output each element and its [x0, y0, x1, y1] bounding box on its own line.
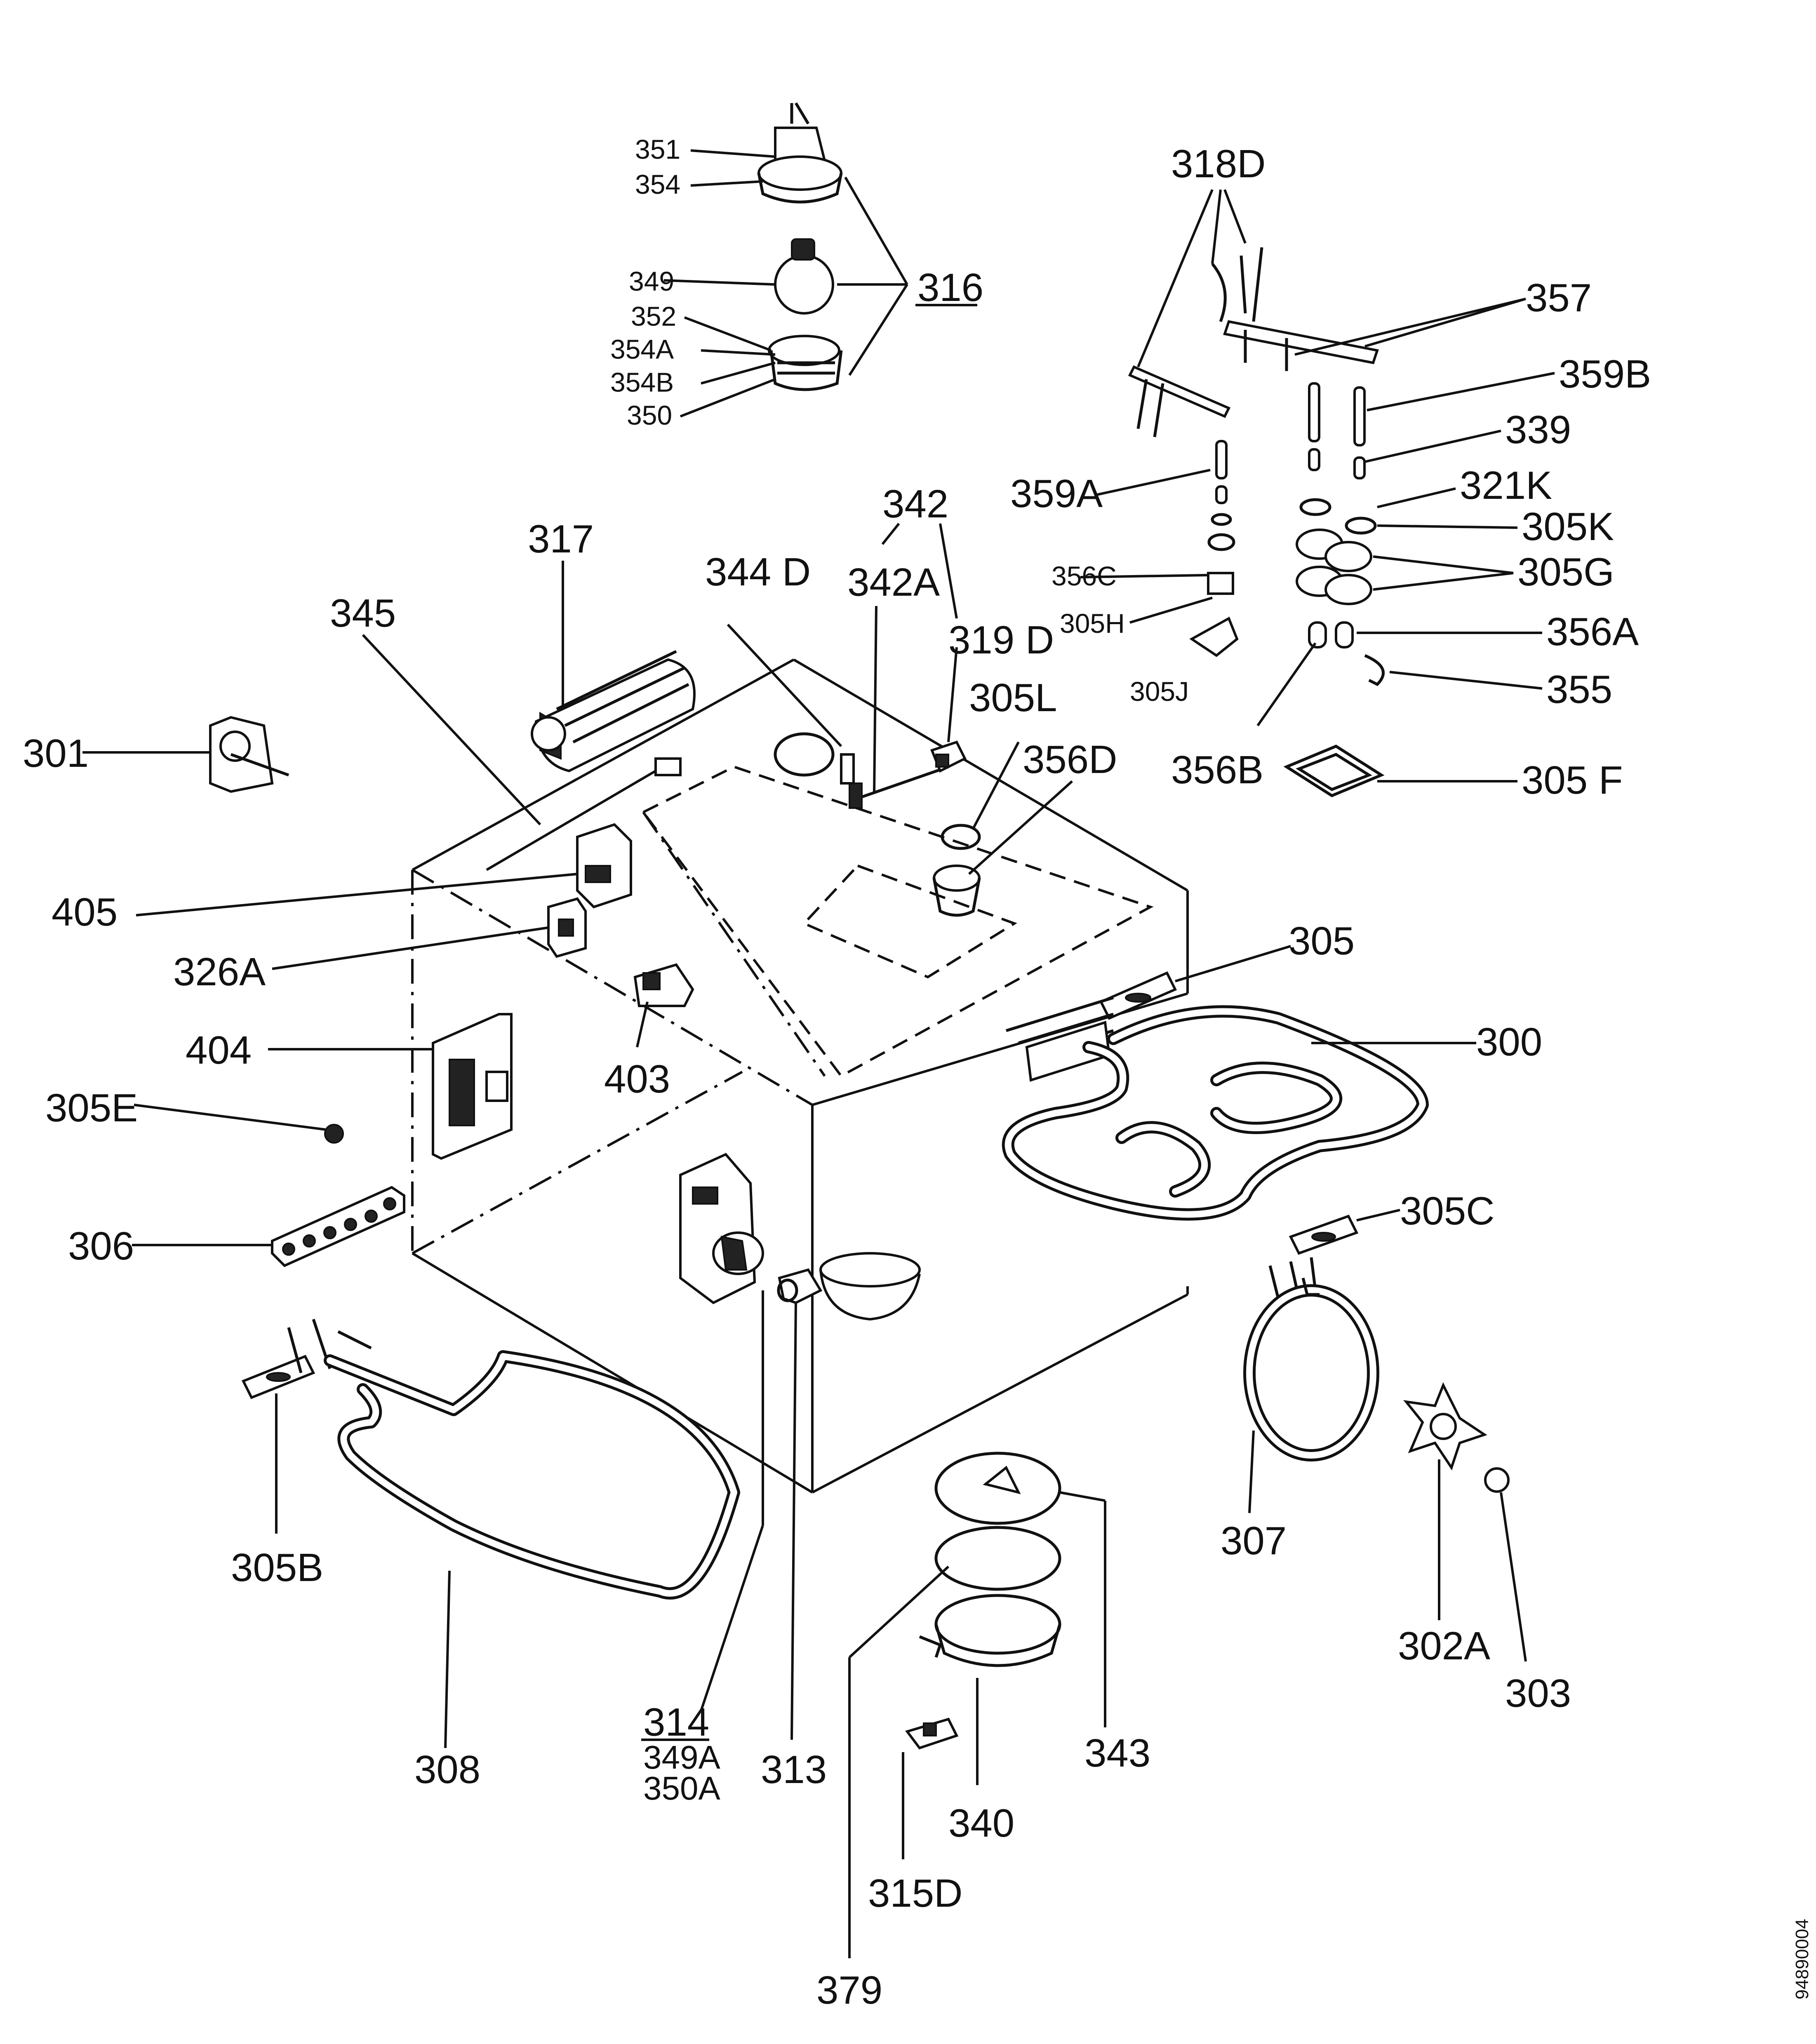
nut-303: [1484, 1467, 1510, 1493]
label-355: 355: [1546, 667, 1612, 712]
label-313: 313: [761, 1748, 827, 1792]
label-356B: 356B: [1171, 748, 1263, 792]
label-305K: 305K: [1522, 505, 1614, 549]
label-405: 405: [52, 890, 118, 934]
plate-305: [1099, 971, 1177, 1020]
label-305E: 305E: [45, 1086, 138, 1130]
lamp-housing-314: [679, 1153, 764, 1304]
switch-326A: [547, 897, 587, 958]
control-board-404: [432, 1013, 513, 1160]
label-342: 342: [882, 482, 948, 526]
stack-left: [1189, 440, 1239, 657]
label-354B: 354B: [610, 367, 674, 397]
gasket-379: [934, 1526, 1061, 1591]
thermal-cutout-315D: [905, 1717, 959, 1750]
sensor-313: [777, 1268, 823, 1304]
label-356D: 356D: [1023, 738, 1117, 782]
label-349: 349: [629, 266, 674, 296]
label-303: 303: [1505, 1671, 1571, 1715]
label-359A: 359A: [1010, 472, 1103, 516]
fan-housing-340: [919, 1594, 1061, 1667]
label-302A: 302A: [1398, 1624, 1490, 1668]
label-321K: 321K: [1460, 463, 1552, 507]
label-307: 307: [1221, 1519, 1287, 1563]
label-300: 300: [1476, 1020, 1542, 1064]
oven-cavity-outline: [411, 658, 1189, 1494]
label-305J: 305J: [1130, 676, 1189, 707]
label-305G: 305G: [1517, 550, 1614, 594]
bracket-301: [209, 716, 289, 793]
plate-305C: [1289, 1215, 1359, 1255]
label-340: 340: [948, 1801, 1014, 1845]
fan-motor-317: [531, 650, 696, 773]
label-350: 350: [627, 400, 672, 430]
label-326A: 326A: [173, 950, 266, 994]
label-356C: 356C: [1051, 561, 1117, 591]
sleeve-356D: [932, 865, 981, 917]
label-352: 352: [631, 301, 676, 331]
drawing-code: 94890004: [1792, 1919, 1812, 1999]
ring-element-307: [1243, 1257, 1379, 1461]
label-317: 317: [528, 517, 594, 561]
label-315D: 315D: [868, 1871, 963, 1915]
fan-blade-302A: [1403, 1382, 1487, 1471]
terminal-block-306: [271, 1186, 405, 1267]
label-404: 404: [186, 1028, 252, 1072]
label-350A: 350A: [643, 1770, 720, 1807]
leader-lines: [82, 149, 1555, 1958]
part-305E: [324, 1124, 344, 1144]
label-342A: 342A: [847, 560, 940, 604]
lower-element-308: [287, 1318, 740, 1600]
label-339: 339: [1505, 408, 1571, 452]
connector-403: [633, 963, 694, 1007]
cable-345: [486, 757, 682, 871]
label-314: 314: [643, 1700, 709, 1744]
label-359B: 359B: [1559, 352, 1651, 396]
bracket-357: [1211, 247, 1379, 371]
fan-cover-343: [934, 1452, 1061, 1525]
ring-344D: [774, 732, 835, 777]
label-305B: 305B: [231, 1546, 323, 1590]
label-344D: 344 D: [705, 550, 811, 594]
label-379: 379: [816, 1968, 882, 2012]
stack-right: [1296, 382, 1385, 686]
grill-element-300: [1002, 996, 1429, 1221]
bracket-359A: [1128, 365, 1231, 437]
label-319D: 319 D: [948, 618, 1054, 662]
label-354: 354: [635, 169, 680, 200]
label-308: 308: [414, 1748, 480, 1792]
label-351: 351: [635, 134, 680, 164]
relay-405: [576, 823, 632, 909]
label-305L: 305L: [969, 676, 1057, 720]
label-356A: 356A: [1546, 610, 1639, 654]
label-305: 305: [1289, 919, 1355, 963]
part-labels: 351 354 349 316 352 354A 354B 350 318D 3…: [23, 134, 1651, 2012]
lamp-assembly: [757, 102, 843, 391]
sensor-342A: [840, 753, 949, 809]
label-318D: 318D: [1171, 142, 1266, 186]
label-345: 345: [330, 591, 396, 635]
label-354A: 354A: [610, 334, 674, 364]
label-357: 357: [1526, 276, 1592, 320]
label-305C: 305C: [1400, 1189, 1495, 1233]
label-306: 306: [68, 1224, 134, 1268]
label-343: 343: [1084, 1731, 1150, 1775]
plate-305B: [241, 1355, 315, 1399]
label-305F: 305 F: [1522, 758, 1623, 802]
ring-305L: [941, 824, 981, 850]
gasket-305F: [1283, 745, 1385, 797]
label-349A: 349A: [643, 1739, 720, 1776]
label-316: 316: [917, 265, 983, 310]
label-301: 301: [23, 731, 89, 775]
thermostat-319D: [930, 740, 967, 773]
label-403: 403: [604, 1057, 670, 1101]
label-305H: 305H: [1060, 608, 1125, 639]
